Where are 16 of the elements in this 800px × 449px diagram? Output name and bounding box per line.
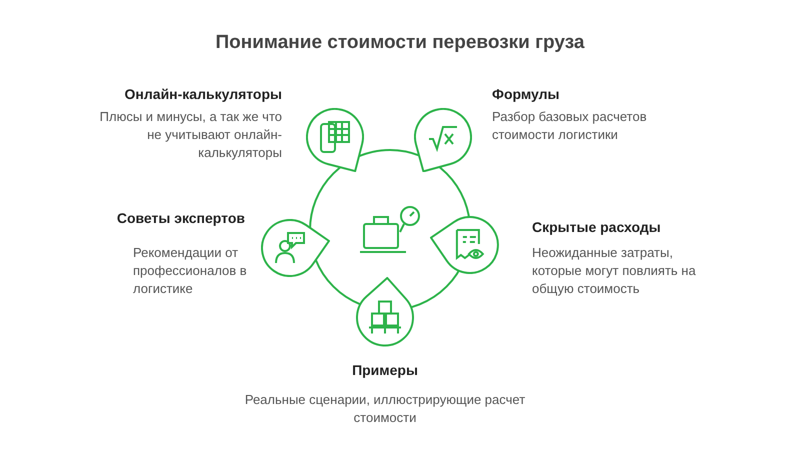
teardrop-pin [356, 277, 414, 347]
teardrop-pin [261, 219, 330, 277]
title: Понимание стоимости перевозки груза [214, 32, 586, 54]
heading: Онлайн-калькуляторы [124, 86, 282, 102]
teardrop-pin [414, 108, 472, 172]
description: Разбор базовых расчетов стоимости логистики [492, 108, 648, 144]
heading: Советы экспертов [116, 210, 245, 226]
description: Неожиданные затраты, которые могут повлиять на общую стоимость [532, 244, 697, 298]
heading: Формулы [492, 86, 560, 102]
teardrop-pin [430, 216, 499, 274]
heading: Скрытые расходы [532, 219, 662, 235]
description: Реальные сценарии, иллюстрирующие расчет стоимости [244, 391, 526, 427]
heading: Примеры [351, 362, 419, 378]
description: Рекомендации от профессионалов в логистике [133, 244, 248, 298]
teardrop-pin [306, 108, 364, 172]
description: Плюсы и минусы, а так же что не учитывают онлайн-калькуляторы [98, 108, 282, 162]
